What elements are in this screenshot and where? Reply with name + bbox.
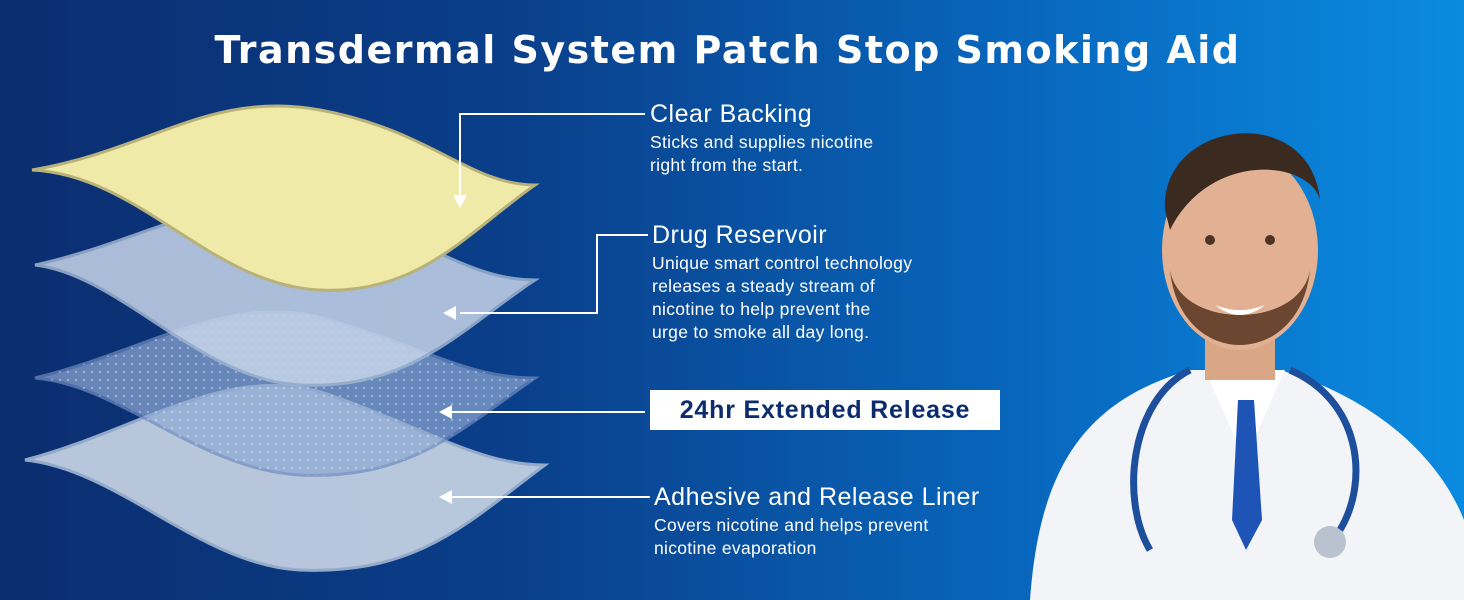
label-heading: Drug Reservoir xyxy=(652,221,828,249)
label-drug-reservoir: Drug Reservoir Unique smart control tech… xyxy=(652,221,912,344)
clear-backing-layer xyxy=(31,104,540,292)
doctor-photo xyxy=(1030,133,1464,600)
label-text: right from the start. xyxy=(650,155,804,175)
page-title: Transdermal System Patch Stop Smoking Ai… xyxy=(214,28,1241,72)
label-heading: Clear Backing xyxy=(650,100,813,128)
arrow-left-icon xyxy=(439,405,452,419)
label-text: nicotine to help prevent the xyxy=(652,299,871,319)
patch-layers-diagram xyxy=(24,104,648,572)
label-text: releases a steady stream of xyxy=(652,276,876,296)
label-text: Covers nicotine and helps prevent xyxy=(654,515,929,535)
label-adhesive-liner: Adhesive and Release Liner Covers nicoti… xyxy=(654,483,980,560)
arrow-down-icon xyxy=(453,195,467,208)
label-heading: Adhesive and Release Liner xyxy=(654,483,980,511)
label-clear-backing: Clear Backing Sticks and supplies nicoti… xyxy=(650,100,873,177)
extended-release-badge: 24hr Extended Release xyxy=(650,390,1000,430)
arrow-left-icon xyxy=(443,306,456,320)
label-text: Unique smart control technology xyxy=(652,253,913,273)
label-text: Sticks and supplies nicotine xyxy=(650,132,874,152)
arrow-left-icon xyxy=(439,490,452,504)
label-text: urge to smoke all day long. xyxy=(652,322,870,342)
leader-line-backing xyxy=(459,113,645,200)
label-text: nicotine evaporation xyxy=(654,538,817,558)
leader-line-reservoir xyxy=(460,234,648,314)
